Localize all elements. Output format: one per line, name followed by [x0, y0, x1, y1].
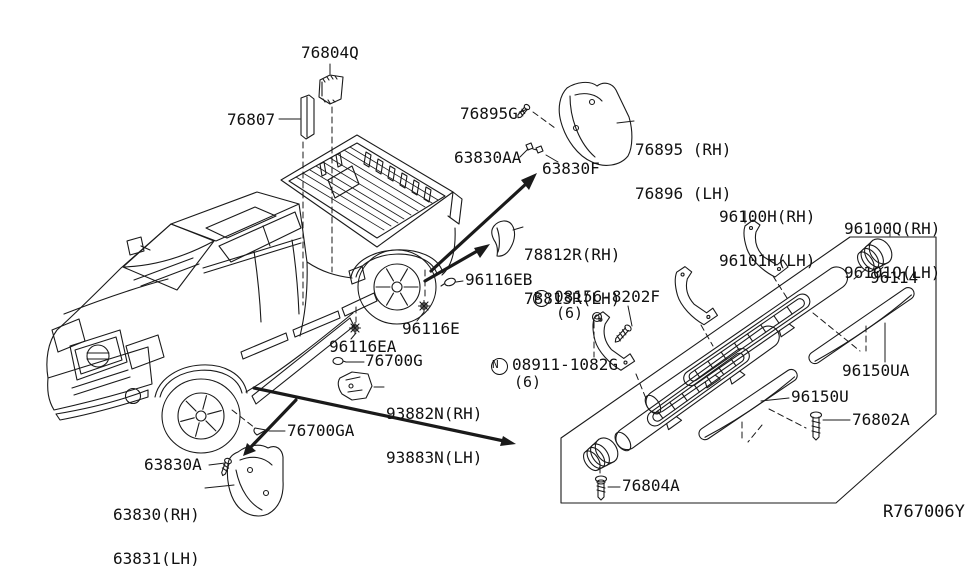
stud-icon-96116ea	[348, 321, 362, 335]
clip-icon-76700g	[332, 356, 347, 366]
part-label-96100h-rh: 96100H(RH)	[719, 207, 816, 226]
screw-icon-76804a	[594, 475, 608, 501]
bracket-93882n	[337, 371, 373, 401]
part-label-63830-63831: 63830(RH) 63831(LH)	[113, 479, 200, 566]
part-label-76895-rh: 76895 (RH)	[635, 140, 732, 159]
part-label-63831-lh: 63831(LH)	[113, 548, 200, 566]
end-cap-96114	[857, 238, 893, 273]
circled-b-icon: B	[533, 290, 550, 307]
part-label-96150u: 96150U	[791, 387, 849, 406]
part-label-76802a: 76802A	[852, 410, 910, 429]
windshield-pillar-trim-76807	[300, 94, 315, 140]
part-label-76700g: 76700G	[365, 351, 423, 370]
mud-guard-front-78812r	[491, 220, 516, 257]
truck-illustration	[46, 134, 463, 454]
screw-icon-76895g	[517, 103, 531, 119]
part-label-93882n-rh: 93882N(RH)	[386, 404, 483, 423]
part-label-96101q-lh: 96101Q(LH)	[844, 262, 941, 282]
part-label-63830aa: 63830AA	[454, 148, 522, 167]
part-label-76807: 76807	[227, 110, 276, 129]
bracket-icon-front	[592, 311, 636, 371]
part-label-76700ga: 76700GA	[287, 421, 355, 440]
part-qty-08911: (6)	[514, 373, 542, 391]
part-label-08156: B 08156-8202F	[533, 287, 660, 307]
part-label-96116eb: 96116EB	[465, 270, 533, 289]
molding-strip-96150u	[698, 368, 798, 441]
part-label-96100q-96101q: 96100Q(RH) 96101Q(LH)	[844, 193, 940, 295]
part-qty-08156: (6)	[556, 304, 584, 322]
protector-plate-76804q	[318, 74, 344, 105]
part-label-93883n-lh: 93883N(LH)	[386, 447, 483, 467]
part-label-78812r-rh: 78812R(RH)	[524, 245, 621, 264]
part-label-76895-76896: 76895 (RH) 76896 (LH)	[635, 114, 731, 216]
circled-n-icon: N	[491, 358, 508, 375]
molding-strip-96150ua	[808, 287, 915, 365]
part-label-96100h-96101h: 96100H(RH) 96101H(LH)	[719, 181, 815, 283]
mud-flap-front-63830	[226, 444, 284, 517]
clip-icon-76700ga	[253, 427, 267, 436]
nut-icon-08911	[591, 311, 603, 323]
leader-lines	[204, 63, 891, 489]
running-board-front	[614, 325, 780, 452]
end-cap-front	[583, 437, 619, 472]
screw-icon-76802a	[809, 411, 823, 441]
screw-icon-63830a	[221, 457, 232, 477]
part-label-76804q: 76804Q	[301, 43, 359, 62]
part-label-76804a: 76804A	[622, 476, 680, 495]
part-label-63830f: 63830F	[542, 159, 600, 178]
part-label-96101h-lh: 96101H(LH)	[719, 250, 816, 270]
mud-flap-rear-76895	[558, 81, 633, 166]
part-label-96100q-rh: 96100Q(RH)	[844, 219, 941, 238]
part-label-96150ua: 96150UA	[842, 361, 910, 380]
part-label-76896-lh: 76896 (LH)	[635, 183, 732, 203]
pointer-arrows	[247, 181, 529, 451]
grommet-icon-96116eb	[440, 277, 456, 287]
part-label-08911-number: 08911-1082G	[512, 355, 618, 374]
part-label-63830a: 63830A	[144, 455, 202, 474]
part-label-93882n-93883n: 93882N(RH) 93883N(LH)	[386, 378, 482, 480]
part-label-08156-number: 08156-8202F	[554, 287, 660, 306]
part-label-96116ea: 96116EA	[329, 337, 397, 356]
part-label-76895g: 76895G	[460, 104, 518, 123]
running-board-assembly-box	[560, 236, 937, 504]
diagram-reference-code: R767006Y	[883, 502, 965, 522]
part-label-96116e: 96116E	[402, 319, 460, 338]
bracket-icon-middle	[674, 266, 719, 326]
part-label-08911: N 08911-1082G	[491, 355, 618, 375]
screw-icon-08156	[614, 324, 632, 343]
part-label-63830-rh: 63830(RH)	[113, 505, 200, 524]
stud-icon-96116e	[417, 299, 431, 313]
dashed-relation-lines	[231, 106, 867, 476]
clip-icon-63830aa	[525, 142, 544, 154]
part-label-96114: 96114	[870, 268, 919, 287]
